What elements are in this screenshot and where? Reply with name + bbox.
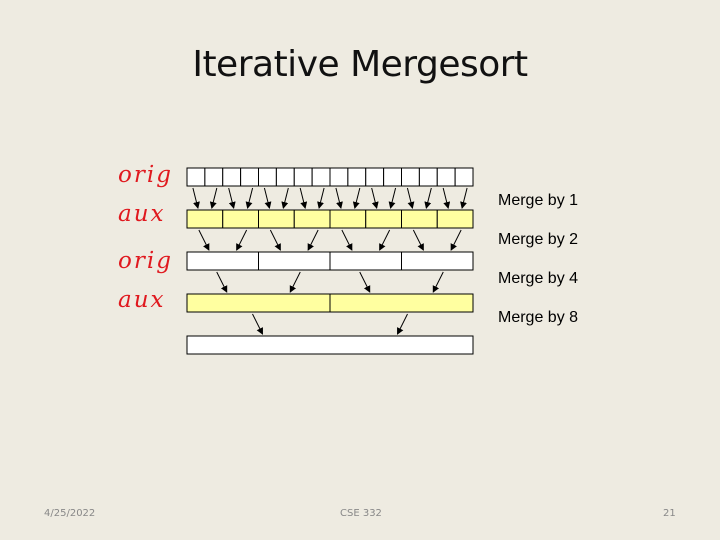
array-cell-row4-1 xyxy=(186,293,331,313)
merge-arrow-row2-2 xyxy=(236,229,248,251)
merge-arrow-row4-2 xyxy=(397,313,408,335)
merge-arrow-row1-11 xyxy=(371,187,379,209)
merge-arrow-row1-9 xyxy=(335,187,343,209)
array-cell-row1-8 xyxy=(311,167,331,187)
merge-arrow-row1-6 xyxy=(281,187,289,209)
merge-arrow-row2-8 xyxy=(450,229,462,251)
merge-arrow-row3-3 xyxy=(359,271,371,293)
array-cell-row4-2 xyxy=(329,293,474,313)
merge-arrow-row3-4 xyxy=(432,271,444,293)
annotation-orig-1: orig xyxy=(118,162,173,188)
array-cell-row3-3 xyxy=(329,251,402,271)
merge-arrow-row2-6 xyxy=(379,229,391,251)
merge-arrow-row1-10 xyxy=(352,187,361,209)
array-cell-row1-15 xyxy=(436,167,456,187)
array-cell-row1-16 xyxy=(454,167,474,187)
array-cell-row1-14 xyxy=(418,167,438,187)
footer-course: CSE 332 xyxy=(340,508,382,519)
merge-arrow-row1-14 xyxy=(424,187,432,209)
array-cell-row2-7 xyxy=(401,209,438,229)
step-label-merge-by-1: Merge by 1 xyxy=(498,192,579,209)
merge-arrow-row1-13 xyxy=(406,187,415,209)
slide-title: Iterative Mergesort xyxy=(192,44,528,85)
merge-arrow-row1-1 xyxy=(192,187,200,209)
merge-arrow-row1-7 xyxy=(299,187,308,209)
step-label-merge-by-8: Merge by 8 xyxy=(498,309,579,326)
array-cell-row2-3 xyxy=(258,209,295,229)
step-label-merge-by-4: Merge by 4 xyxy=(498,270,579,287)
array-cell-row2-1 xyxy=(186,209,224,229)
merge-arrow-row2-4 xyxy=(307,229,319,251)
merge-arrow-row1-12 xyxy=(388,187,397,209)
array-cell-row2-6 xyxy=(365,209,402,229)
annotation-orig-2: orig xyxy=(118,248,173,274)
array-cell-row1-10 xyxy=(347,167,367,187)
array-cell-row2-8 xyxy=(436,209,474,229)
array-cell-row3-1 xyxy=(186,251,259,271)
array-cell-row1-13 xyxy=(401,167,420,187)
array-cell-row2-5 xyxy=(329,209,367,229)
array-cell-row1-11 xyxy=(365,167,385,187)
merge-arrow-row1-3 xyxy=(228,187,236,209)
merge-arrow-row2-5 xyxy=(341,229,353,251)
merge-arrow-row2-1 xyxy=(198,229,210,251)
array-cell-row1-9 xyxy=(329,167,349,187)
merge-arrow-row1-15 xyxy=(442,187,451,209)
footer-date: 4/25/2022 xyxy=(44,508,96,519)
array-cell-row1-6 xyxy=(275,167,295,187)
array-cell-row1-12 xyxy=(383,167,403,187)
array-cell-row1-7 xyxy=(293,167,313,187)
footer-page-number: 21 xyxy=(663,508,676,519)
array-rows xyxy=(186,167,474,355)
array-cell-row5-1 xyxy=(186,335,474,355)
array-cell-row2-2 xyxy=(222,209,259,229)
array-cell-row1-3 xyxy=(222,167,242,187)
merge-arrow-row1-16 xyxy=(460,187,468,209)
merge-arrow-row4-1 xyxy=(252,313,263,335)
merge-arrow-row1-4 xyxy=(245,187,254,209)
merge-arrow-row1-8 xyxy=(317,187,325,209)
merge-arrow-row3-2 xyxy=(289,271,301,293)
merge-arrow-row2-7 xyxy=(412,229,424,251)
step-label-merge-by-2: Merge by 2 xyxy=(498,231,579,248)
merge-arrow-row1-2 xyxy=(209,187,218,209)
merge-arrow-row1-5 xyxy=(263,187,272,209)
merge-arrow-row3-1 xyxy=(216,271,228,293)
array-cell-row1-1 xyxy=(186,167,206,187)
array-cell-row2-4 xyxy=(293,209,331,229)
annotation-aux-2: aux xyxy=(118,287,166,313)
merge-arrows xyxy=(192,187,468,335)
array-cell-row1-2 xyxy=(204,167,224,187)
merge-arrow-row2-3 xyxy=(269,229,281,251)
array-cell-row3-2 xyxy=(258,251,331,271)
array-cell-row1-4 xyxy=(240,167,260,187)
array-cell-row3-4 xyxy=(401,251,474,271)
array-cell-row1-5 xyxy=(258,167,277,187)
annotation-aux-1: aux xyxy=(118,201,166,227)
